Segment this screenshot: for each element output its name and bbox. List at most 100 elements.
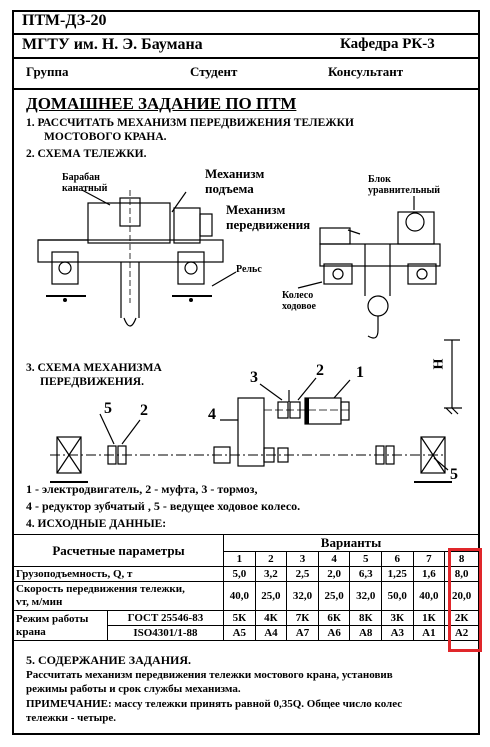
table-row: Скорость передвижения тележки, vт, м/мин… [12, 581, 479, 611]
divider [12, 88, 480, 90]
mode-gost-value: 4К [254, 610, 288, 626]
table-row: 1 2 3 4 5 6 7 8 [14, 551, 479, 567]
speed-value: 40,0 [412, 581, 446, 611]
variants-header: Варианты [223, 534, 479, 552]
section3-heading-1: 3. СХЕМА МЕХАНИЗМА [26, 362, 162, 374]
mode-gost-value: 3К [381, 610, 414, 626]
divider [12, 57, 480, 59]
load-value: 3,2 [254, 566, 288, 582]
page-title: ДОМАШНЕЕ ЗАДАНИЕ ПО ПТМ [26, 94, 297, 113]
label-travel-2: передвижения [226, 217, 311, 232]
load-value: 8,0 [444, 566, 479, 582]
num-5-right: 5 [450, 466, 458, 483]
mode-label-line2: крана [16, 625, 46, 638]
table-row: Расчетные параметры Варианты [12, 534, 479, 567]
parameters-table: Расчетные параметры Варианты 1 2 3 4 5 6… [12, 534, 479, 641]
consultant-label: Консультант [328, 64, 404, 79]
mode-iso-value: А2 [444, 625, 479, 641]
load-value: 5,0 [223, 566, 256, 582]
num-1: 1 [356, 364, 364, 381]
divider [12, 33, 480, 35]
section4-heading: 4. ИСХОДНЫЕ ДАННЫЕ: [26, 518, 167, 530]
load-label: Грузоподъемность, Q, т [12, 566, 225, 582]
load-value: 2,0 [317, 566, 351, 582]
variant-8-highlight [448, 548, 482, 652]
label-wheel-1: Колесо [282, 290, 314, 301]
load-value: 1,6 [412, 566, 446, 582]
height-label: H [431, 358, 447, 370]
mode-iso-value: А7 [286, 625, 319, 641]
speed-label-line2: vт, м/мин [16, 596, 63, 608]
legend-line2: 4 - редуктор зубчатый , 5 - ведущее ходо… [26, 499, 301, 513]
mode-iso-value: А4 [254, 625, 288, 641]
mode-iso-value: А5 [223, 625, 256, 641]
label-drum-2: канатный [62, 183, 108, 194]
variant-number: 5 [349, 551, 382, 567]
group-label: Группа [26, 64, 69, 79]
department-name: Кафедра РК-3 [340, 36, 435, 52]
num-3: 3 [250, 369, 258, 386]
load-value: 1,25 [381, 566, 414, 582]
section2-heading: 2. СХЕМА ТЕЛЕЖКИ. [26, 148, 147, 160]
load-value: 6,3 [349, 566, 382, 582]
table-row: Режим работы крана ГОСТ 25546-83 5К 4К 7… [13, 610, 479, 641]
variant-number: 3 [286, 551, 319, 567]
num-4: 4 [208, 406, 216, 423]
section1-line2: МОСТОВОГО КРАНА. [44, 131, 167, 143]
iso-label: ISO4301/1-88 [106, 625, 225, 641]
mode-iso-value: А1 [412, 625, 446, 641]
mode-gost-value: 6К [317, 610, 351, 626]
section1-line1: 1. РАССЧИТАТЬ МЕХАНИЗМ ПЕРЕДВИЖЕНИЯ ТЕЛЕ… [26, 117, 354, 129]
speed-value: 32,0 [349, 581, 382, 611]
mode-gost-value: 2К [444, 610, 479, 626]
variant-number: 2 [254, 551, 288, 567]
mode-gost-value: 7К [286, 610, 319, 626]
variant-number: 7 [412, 551, 446, 567]
load-value: 2,5 [286, 566, 319, 582]
mode-label: Режим работы крана [13, 610, 108, 641]
section5-line2: режимы работы и срок службы механизма. [26, 683, 241, 695]
mode-gost-value: 5К [223, 610, 256, 626]
num-2-top: 2 [316, 362, 324, 379]
label-block-1: Блок [368, 174, 391, 185]
table-row: Грузоподъемность, Q, т 5,0 3,2 2,5 2,0 6… [12, 566, 479, 582]
num-5-left: 5 [104, 400, 112, 417]
mode-label-line1: Режим работы [16, 612, 89, 625]
speed-value: 32,0 [286, 581, 319, 611]
section5-heading: 5. СОДЕРЖАНИЕ ЗАДАНИЯ. [26, 653, 192, 667]
speed-label-line1: Скорость передвижения тележки, [16, 583, 185, 595]
university-name: МГТУ им. Н. Э. Баумана [22, 36, 203, 53]
mode-iso-value: А3 [381, 625, 414, 641]
mode-gost-value: 8К [349, 610, 382, 626]
mode-gost-value: 1К [412, 610, 446, 626]
num-2-left: 2 [140, 402, 148, 419]
label-block-2: уравнительный [368, 185, 441, 196]
label-lift-2: подъема [205, 181, 254, 196]
variant-number: 4 [317, 551, 351, 567]
speed-value: 25,0 [254, 581, 288, 611]
section5-line1: Рассчитать механизм передвижения тележки… [26, 669, 393, 681]
speed-label: Скорость передвижения тележки, vт, м/мин [12, 581, 225, 611]
gost-label: ГОСТ 25546-83 [106, 610, 225, 626]
section3-heading-2: ПЕРЕДВИЖЕНИЯ. [40, 376, 144, 388]
student-label: Студент [190, 64, 238, 79]
variant-number: 6 [381, 551, 414, 567]
legend-line1: 1 - электродвигатель, 2 - муфта, 3 - тор… [26, 482, 258, 496]
table-row: ISO4301/1-88 А5 А4 А7 А6 А8 А3 А1 А2 [14, 625, 479, 641]
label-rail: Рельс [236, 264, 262, 275]
doc-code: ПТМ-ДЗ-20 [22, 12, 107, 29]
params-header: Расчетные параметры [12, 534, 225, 567]
note-line1: ПРИМЕЧАНИЕ: массу тележки принять равной… [26, 698, 403, 710]
speed-value: 25,0 [317, 581, 351, 611]
label-drum-1: Барабан [62, 172, 100, 183]
label-wheel-2: ходовое [282, 301, 316, 312]
speed-value: 50,0 [381, 581, 414, 611]
speed-value: 40,0 [223, 581, 256, 611]
label-lift-1: Механизм [205, 166, 265, 181]
variant-number: 1 [223, 551, 256, 567]
document-frame [12, 10, 480, 735]
mode-iso-value: А8 [349, 625, 382, 641]
label-travel-1: Механизм [226, 202, 286, 217]
note-line2: тележки - четыре. [26, 712, 116, 724]
